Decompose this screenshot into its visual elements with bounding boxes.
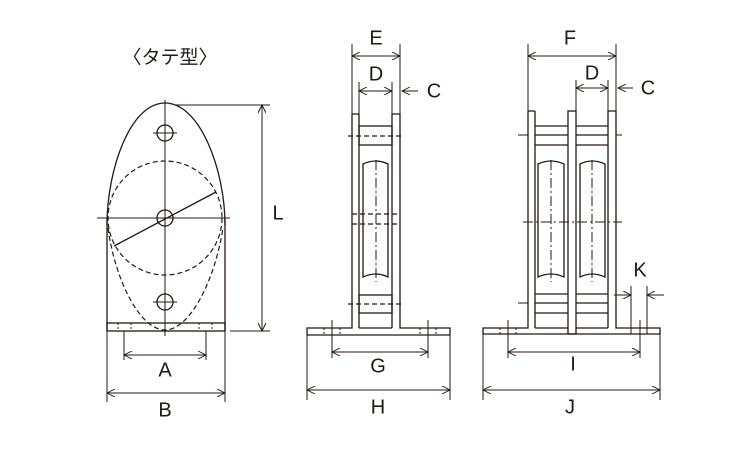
dim-label-E: E	[369, 27, 382, 49]
dim-label-L: L	[272, 202, 283, 224]
dim-label-G: G	[370, 355, 386, 377]
hole-icon	[156, 124, 174, 142]
hole-icon	[156, 209, 174, 227]
sheave	[362, 160, 389, 279]
front-view	[97, 100, 270, 402]
view-title: 〈タテ型〉	[122, 47, 217, 69]
dim-label-H: H	[371, 396, 385, 418]
hole-icon	[156, 293, 174, 311]
side-plate-outline	[106, 102, 226, 226]
base-plate	[106, 322, 226, 332]
dim-label-F: F	[564, 27, 576, 49]
dim-label-B: B	[158, 399, 171, 421]
side-view-single	[307, 44, 450, 400]
sheave	[537, 160, 565, 279]
dim-label-J: J	[565, 396, 575, 418]
dim-label-I: I	[570, 353, 576, 375]
dim-label-D2: D	[585, 62, 599, 84]
dim-label-C: C	[427, 80, 441, 102]
side-view-double	[483, 44, 664, 400]
dim-label-A: A	[158, 359, 172, 381]
dim-label-K: K	[633, 259, 647, 281]
dim-label-D: D	[369, 63, 383, 85]
dim-label-C2: C	[641, 77, 655, 99]
sheave	[579, 160, 606, 279]
